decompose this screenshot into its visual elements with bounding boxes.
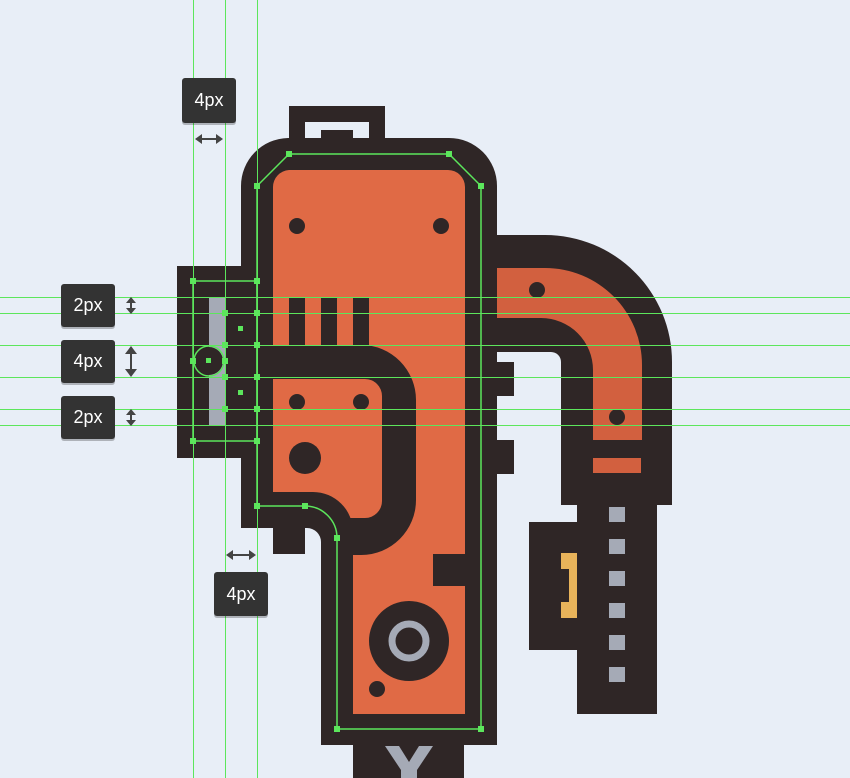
measure-label-bottom: 4px [214,572,268,616]
measure-label-middle: 4px [61,340,115,383]
rivet [369,681,385,697]
handle-side-block [529,522,589,650]
body-tab [492,362,514,396]
bottom-prong [385,746,433,778]
top-orange-band [272,170,465,201]
body-foot [273,520,305,554]
dial-ring [388,620,430,662]
handle-slot [609,539,625,554]
pipe-orange-fill [495,268,642,440]
vent-slot [353,297,369,345]
horizontal-arrow-bottom [226,550,256,560]
rivet [289,218,305,234]
body-notch [433,554,465,586]
handle-slot [609,667,625,682]
rivet [433,218,449,234]
vertical-arrow-lower [126,409,136,426]
pipe-rivet [609,409,625,425]
pipe-rivet [529,282,545,298]
body-details [273,218,465,697]
handle-slot [609,635,625,650]
measure-label-lower: 2px [61,396,115,439]
measure-label-top: 4px [182,78,236,123]
vent-slot [289,297,305,345]
vent-slot [321,297,337,345]
pipe-orange-band [593,458,641,473]
vertical-arrow-upper [126,297,136,314]
pipe [465,235,672,505]
horizontal-arrow-top [195,134,223,144]
rivet [353,394,369,410]
body-tab [492,440,514,474]
handle-slot [609,603,625,618]
inner-frame [273,345,416,555]
large-rivet [289,442,321,474]
measure-arrows [125,134,256,560]
handle-slot [609,571,625,586]
handle-slot [609,507,625,522]
dial [369,601,449,681]
anchor-points [190,151,484,732]
rivet [289,394,305,410]
handle [529,500,657,714]
measure-label-upper: 2px [61,284,115,327]
vertical-arrow-middle [125,346,137,377]
